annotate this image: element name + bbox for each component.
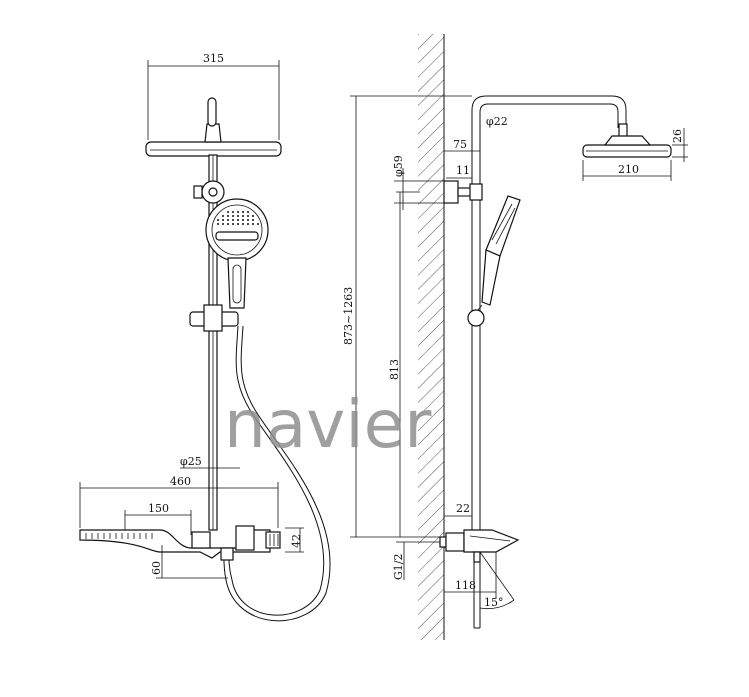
wall-section — [418, 34, 445, 640]
dim-arm-dia: φ22 — [486, 115, 508, 128]
label-shelf-width: 460 — [170, 475, 191, 488]
dim-bracket-gap: 11 — [446, 164, 472, 179]
label-bracket-dia: φ59 — [392, 155, 405, 177]
side-riser-rod — [471, 192, 481, 530]
shower-hose — [228, 325, 325, 616]
dim-head-width: 315 — [147, 52, 280, 140]
dim-mixer-width: 150 — [124, 502, 192, 535]
wall-bracket — [443, 180, 483, 204]
label-mixer-depth: 118 — [455, 579, 476, 592]
shelf-mixer — [79, 525, 281, 561]
label-bracket-gap: 11 — [456, 164, 470, 177]
side-mixer — [439, 529, 520, 563]
label-head-width: 315 — [203, 52, 224, 65]
side-slider — [467, 304, 485, 327]
dim-head-height: 26 — [671, 128, 688, 162]
label-arm-dia: φ22 — [486, 115, 508, 128]
side-hand-shower — [481, 195, 521, 306]
upper-joint — [193, 180, 225, 204]
label-mixer-height: 42 — [290, 534, 303, 548]
label-rod-height: 813 — [388, 359, 401, 380]
dim-mixer-depth: 118 — [444, 552, 497, 598]
dim-head-width-side: 210 — [582, 160, 672, 181]
label-rod-dia: φ25 — [180, 455, 202, 468]
label-mixer-gap: 22 — [456, 502, 470, 515]
brand-watermark: navier — [224, 386, 432, 463]
slide-bracket — [189, 304, 239, 332]
dim-arm-offset: 75 — [444, 138, 480, 152]
label-inlet-thread: G1/2 — [392, 554, 405, 581]
dim-rod-height: 813 — [388, 191, 420, 537]
label-arm-offset: 75 — [453, 138, 467, 151]
hand-shower — [205, 198, 269, 309]
dim-mixer-height: 42 — [285, 527, 304, 553]
spout-pipe — [473, 562, 481, 629]
rain-shower-head — [145, 97, 282, 157]
side-view: 26 210 φ22 75 — [342, 34, 688, 640]
hand-shower-nozzles — [217, 211, 259, 225]
dim-shelf-width: 460 — [79, 475, 279, 528]
dim-mixer-gap: 22 — [444, 502, 472, 517]
label-head-width-side: 210 — [618, 163, 639, 176]
label-mixer-width: 150 — [148, 502, 169, 515]
label-head-height: 26 — [671, 129, 684, 143]
label-spout-angle: 15° — [484, 596, 504, 609]
dim-spout-angle: 15° — [479, 551, 515, 610]
label-outlet-drop: 60 — [150, 561, 163, 575]
label-total-height: 873~1263 — [342, 287, 355, 345]
shower-arm — [471, 95, 628, 192]
dim-rod-dia: φ25 — [180, 455, 240, 469]
front-view: 315 — [79, 52, 331, 622]
dim-bracket-dia: φ59 — [392, 155, 444, 210]
dim-total-height: 873~1263 — [342, 95, 472, 537]
side-rain-head — [582, 135, 672, 158]
dim-outlet-drop: 60 — [150, 545, 228, 579]
dim-inlet-thread: G1/2 — [392, 541, 440, 581]
